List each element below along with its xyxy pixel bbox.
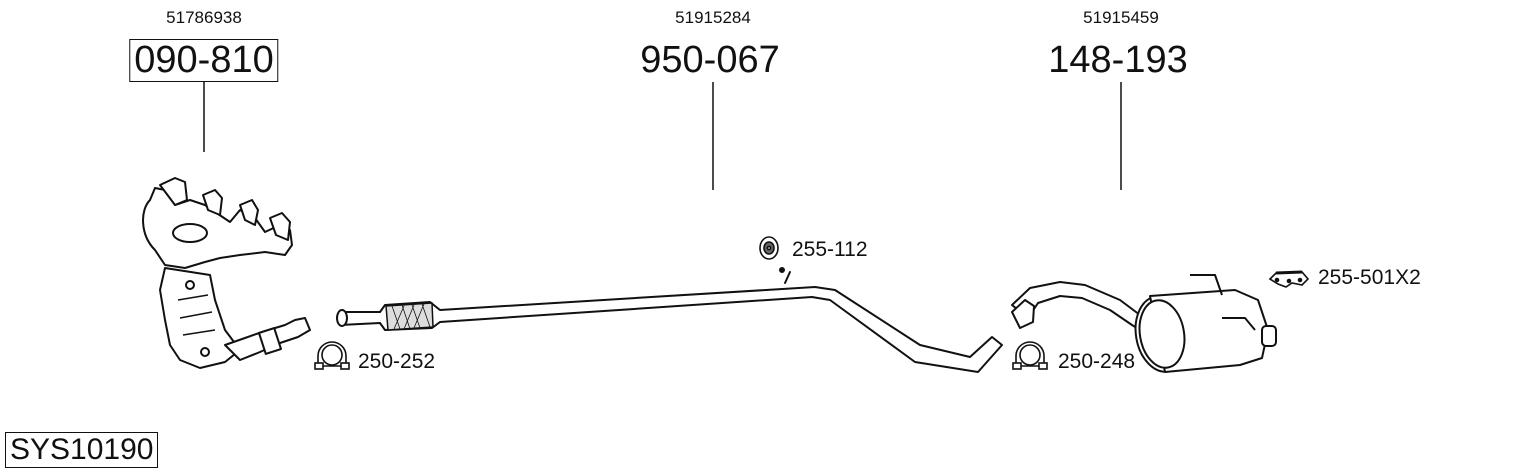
part-number-148-193[interactable]: 148-193 bbox=[1048, 39, 1188, 81]
accessory-label-250-248[interactable]: 250-248 bbox=[1058, 350, 1136, 373]
system-number: SYS10190 bbox=[5, 432, 159, 468]
oe-number-part-1: 51786938 bbox=[166, 8, 242, 27]
catalytic-converter-manifold-icon bbox=[142, 177, 311, 369]
accessory-label-250-252[interactable]: 250-252 bbox=[358, 350, 436, 373]
oe-number-part-2: 51915284 bbox=[675, 8, 751, 27]
accessory-label-255-112[interactable]: 255-112 bbox=[792, 238, 868, 261]
clamp-icon bbox=[1012, 341, 1048, 370]
accessory-label-255-501x2[interactable]: 255-501X2 bbox=[1318, 266, 1421, 289]
clamp-icon bbox=[314, 341, 350, 370]
rubber-mount-ring-icon bbox=[759, 236, 779, 260]
rubber-hanger-strap-icon bbox=[1268, 270, 1310, 288]
middle-pipe-icon bbox=[336, 267, 1003, 373]
rear-silencer-icon bbox=[1011, 274, 1277, 373]
oe-number-part-3: 51915459 bbox=[1083, 8, 1159, 27]
part-number-950-067[interactable]: 950-067 bbox=[640, 39, 780, 81]
part-number-090-810[interactable]: 090-810 bbox=[129, 39, 279, 82]
